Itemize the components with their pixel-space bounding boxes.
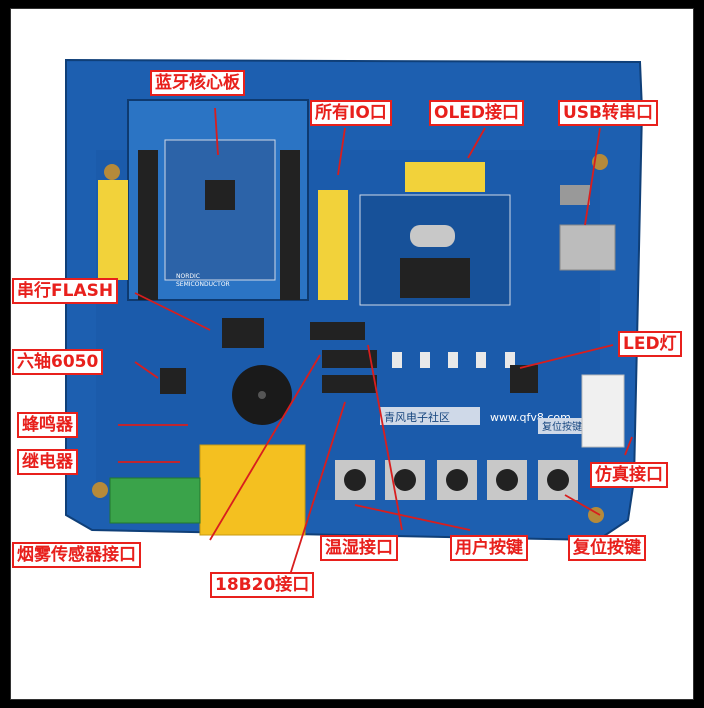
usb-connector [559,224,616,271]
crystal [410,225,455,247]
label-ds18b20-port: 18B20接口 [210,572,315,598]
push-buttons [335,460,578,500]
usb-chip [400,258,470,298]
terminal-block [109,477,201,524]
label-serial-flash: 串行FLASH [12,278,119,304]
relay [199,444,306,536]
led-row [392,352,515,368]
reset-silkscreen: 复位按键 [542,420,582,433]
flash-chip [222,318,264,348]
debug-connector [581,374,625,448]
nordic-text: NORDIC [176,273,200,280]
regulator [510,365,538,393]
label-usb-serial: USB转串口 [558,100,659,126]
label-simulation-port: 仿真接口 [590,462,668,488]
community-silkscreen: 青风电子社区 [384,410,450,424]
label-all-io: 所有IO口 [310,100,392,126]
label-buzzer: 蜂鸣器 [17,412,78,438]
label-user-keys: 用户按键 [450,535,528,561]
label-oled-port: OLED接口 [429,100,525,126]
io-pin-header [318,190,348,300]
label-relay: 继电器 [17,449,78,475]
mpu-chip [160,368,186,394]
female-header-1 [310,322,365,340]
label-six-axis: 六轴6050 [12,349,104,375]
label-smoke-sensor-port: 烟雾传感器接口 [12,542,141,568]
annotation-arrows [118,107,633,576]
left-pin-header [98,150,300,300]
label-led: LED灯 [618,331,682,357]
label-reset-key: 复位按键 [568,535,646,561]
oled-pin-header [405,162,485,192]
female-header-3 [322,375,377,393]
label-bluetooth-core: 蓝牙核心板 [150,70,245,96]
female-header-2 [322,350,377,368]
label-temp-humidity-port: 温湿接口 [320,535,398,561]
semiconductor-text: SEMICONDUCTOR [176,281,230,288]
